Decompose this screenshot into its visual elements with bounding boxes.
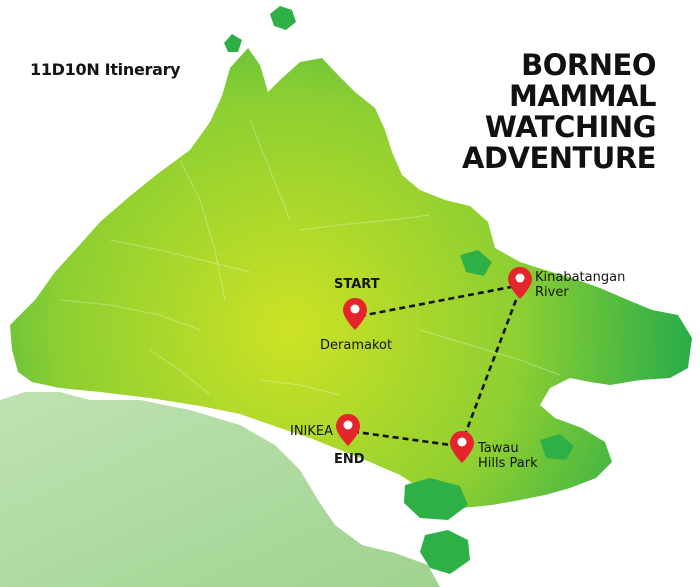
land-mass (10, 48, 692, 508)
start-tag: START (334, 277, 380, 292)
stop-label-deramakot: Deramakot (320, 338, 393, 353)
stop-label-inikea: INIKEA (290, 424, 334, 439)
end-tag: END (334, 452, 365, 467)
neighbor-land (0, 392, 440, 587)
route-segment-kinabatangan-tawau (461, 299, 518, 441)
title-line: ADVENTURE (461, 141, 657, 175)
stop-label-tawau: Tawau Hills Park (478, 441, 538, 471)
itinerary-label: 11D10N Itinerary (30, 60, 181, 79)
title-line: MAMMAL (509, 79, 656, 113)
stop-label-line: Hills Park (478, 456, 538, 471)
page-title: BORNEO MAMMAL WATCHING ADVENTURE (461, 48, 657, 175)
route-segment-tawau-inikea (355, 430, 459, 448)
title-line: WATCHING (484, 110, 657, 144)
stop-label-line: Tawau (478, 441, 519, 456)
route-lines (355, 284, 518, 448)
stop-label-line: Kinabatangan (535, 270, 626, 285)
route-segment-deramakot-kinabatangan (359, 284, 517, 318)
stop-label-line: River (535, 285, 569, 300)
stop-label-kinabatangan: Kinabatangan River (535, 270, 625, 300)
islands (224, 6, 574, 574)
district-boundaries (59, 119, 561, 396)
title-line: BORNEO (521, 48, 656, 82)
